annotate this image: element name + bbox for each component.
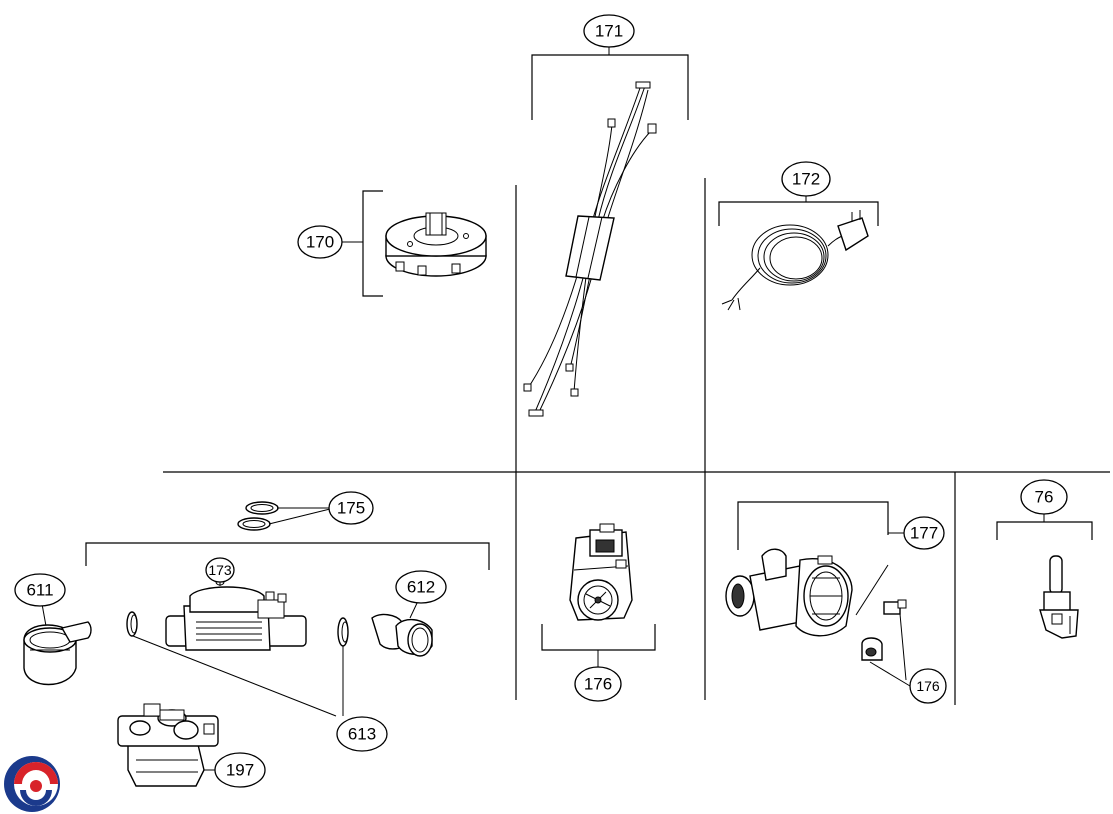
leader-177-b xyxy=(855,564,889,616)
brand-logo xyxy=(4,756,60,812)
callout-176-center[interactable]: 176 xyxy=(574,666,622,702)
callout-176-right[interactable]: 176 xyxy=(909,668,947,704)
callout-613[interactable]: 613 xyxy=(336,716,388,752)
callout-76[interactable]: 76 xyxy=(1020,479,1068,515)
leader-612 xyxy=(409,600,419,619)
bracket-76 xyxy=(996,521,1093,540)
callout-613-label: 613 xyxy=(348,725,376,744)
part-612-hose-connector[interactable] xyxy=(371,600,433,657)
leader-176-right-a xyxy=(899,613,907,681)
callout-612[interactable]: 612 xyxy=(395,570,447,604)
part-176-pump-motor[interactable] xyxy=(541,523,656,667)
part-173-heater[interactable] xyxy=(165,578,307,651)
part-170-cover[interactable] xyxy=(342,190,487,297)
callout-171-label: 171 xyxy=(595,22,623,41)
callout-177[interactable]: 177 xyxy=(903,516,945,550)
leader-613-a xyxy=(132,635,337,717)
callout-176-right-label: 176 xyxy=(916,678,940,694)
callout-173-label: 173 xyxy=(208,562,232,578)
callout-176-center-label: 176 xyxy=(584,675,612,694)
part-611-hose-elbow[interactable] xyxy=(23,603,92,686)
callout-76-label: 76 xyxy=(1035,488,1054,507)
part-176-sensor[interactable] xyxy=(861,599,911,687)
callout-612-label: 612 xyxy=(407,578,435,597)
callout-611[interactable]: 611 xyxy=(14,573,66,607)
callout-171[interactable]: 171 xyxy=(583,14,635,48)
callout-172[interactable]: 172 xyxy=(781,161,831,197)
bracket-170 xyxy=(362,190,383,297)
bracket-172 xyxy=(718,201,879,226)
part-76-sensor[interactable] xyxy=(996,513,1093,639)
bracket-171 xyxy=(531,54,689,120)
part-177-drain-pump[interactable] xyxy=(725,501,906,637)
callout-173[interactable]: 173 xyxy=(205,557,235,583)
part-175-o-rings[interactable] xyxy=(237,501,331,531)
bracket-177 xyxy=(737,501,889,550)
callout-170[interactable]: 170 xyxy=(297,225,343,259)
callout-611-label: 611 xyxy=(26,581,53,600)
callout-177-label: 177 xyxy=(910,524,938,543)
callout-197[interactable]: 197 xyxy=(214,752,266,788)
callout-175-label: 175 xyxy=(337,499,365,518)
section-dividers xyxy=(163,178,1110,705)
callout-170-label: 170 xyxy=(306,233,334,252)
leader-176-right-b xyxy=(869,661,911,687)
callout-175[interactable]: 175 xyxy=(328,491,374,525)
callout-172-label: 172 xyxy=(792,170,820,189)
bracket-176-center xyxy=(541,624,656,651)
leader-611 xyxy=(41,603,47,627)
callout-197-label: 197 xyxy=(226,761,254,780)
part-197-valve-block[interactable] xyxy=(117,703,219,787)
part-172-power-cord[interactable] xyxy=(718,196,879,311)
bracket-611-612 xyxy=(85,542,490,570)
part-171-wiring-harness[interactable] xyxy=(523,47,689,417)
part-613-clamps[interactable] xyxy=(126,611,349,717)
leader-175-b xyxy=(268,508,331,525)
